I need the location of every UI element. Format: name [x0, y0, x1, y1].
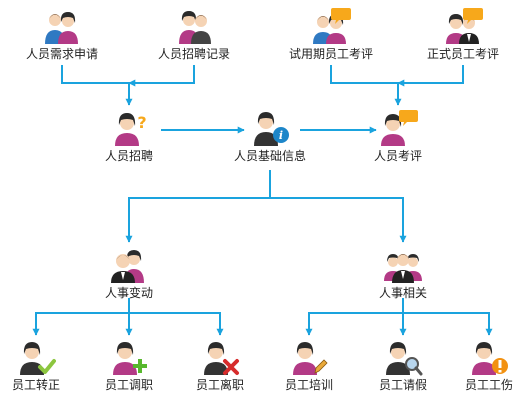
node-label: 人事相关	[378, 286, 427, 300]
node-basic[interactable]: i 人员基础信息	[215, 108, 325, 163]
people-chat-icon	[313, 8, 351, 44]
node-related[interactable]: 人事相关	[348, 245, 458, 300]
connector-records-to-recruit	[128, 65, 195, 87]
node-absence[interactable]: 员工请假	[348, 337, 458, 392]
connector-changes-to-leave	[129, 312, 224, 336]
svg-text:i: i	[279, 129, 283, 142]
node-injury[interactable]: 员工工伤	[434, 337, 529, 392]
node-label: 员工培训	[284, 378, 333, 392]
connector-related-to-training	[305, 298, 404, 336]
person-cross-icon	[204, 342, 239, 375]
node-label: 正式员工考评	[426, 47, 499, 61]
node-label: 人员需求申请	[25, 47, 98, 61]
connector-basic-to-related	[270, 197, 407, 243]
node-label: 人员招聘	[104, 149, 153, 163]
connector-trial-to-appraisal	[330, 65, 402, 106]
connector-related-to-injury	[403, 312, 493, 336]
node-label: 人员基础信息	[233, 149, 306, 163]
people-chat-icon	[446, 8, 483, 44]
person-warning-icon	[472, 342, 508, 375]
node-regular[interactable]: 员工转正	[0, 337, 91, 392]
people-pair-icon	[179, 11, 211, 44]
node-label: 人员招聘记录	[157, 47, 230, 61]
people-pair-icon	[111, 250, 144, 283]
node-appraisal[interactable]: 人员考评	[343, 108, 453, 163]
person-chat-icon	[381, 110, 418, 146]
connector-changes-to-regular	[32, 298, 130, 336]
person-check-icon	[20, 342, 56, 375]
connector-demand-to-recruit	[61, 65, 133, 106]
node-label: 试用期员工考评	[288, 47, 373, 61]
person-plus-icon	[113, 342, 147, 375]
people-group-icon	[384, 254, 422, 283]
node-formal[interactable]: 正式员工考评	[408, 6, 518, 61]
node-training[interactable]: 员工培训	[254, 337, 364, 392]
person-pencil-icon	[293, 342, 328, 375]
node-changes[interactable]: 人事变动	[74, 245, 184, 300]
node-records[interactable]: 人员招聘记录	[139, 6, 249, 61]
node-label: 员工工伤	[464, 378, 513, 392]
node-label: 员工请假	[378, 378, 427, 392]
person-question-icon: ?	[115, 113, 147, 146]
node-label: 员工转正	[11, 378, 60, 392]
person-info-icon: i	[254, 112, 289, 146]
connector-basic-to-changes	[125, 170, 271, 243]
node-label: 人员考评	[373, 149, 422, 163]
node-demand[interactable]: 人员需求申请	[7, 6, 117, 61]
node-label: 人事变动	[104, 286, 153, 300]
node-transfer[interactable]: 员工调职	[74, 337, 184, 392]
node-label: 员工调职	[104, 378, 153, 392]
person-search-icon	[386, 342, 423, 376]
svg-text:?: ?	[137, 113, 146, 132]
connector-formal-to-appraisal	[397, 65, 464, 87]
node-recruit[interactable]: ? 人员招聘	[74, 108, 184, 163]
node-leave[interactable]: 员工离职	[165, 337, 275, 392]
node-trial[interactable]: 试用期员工考评	[276, 6, 386, 61]
node-label: 员工离职	[195, 378, 244, 392]
people-pair-icon	[45, 12, 78, 44]
